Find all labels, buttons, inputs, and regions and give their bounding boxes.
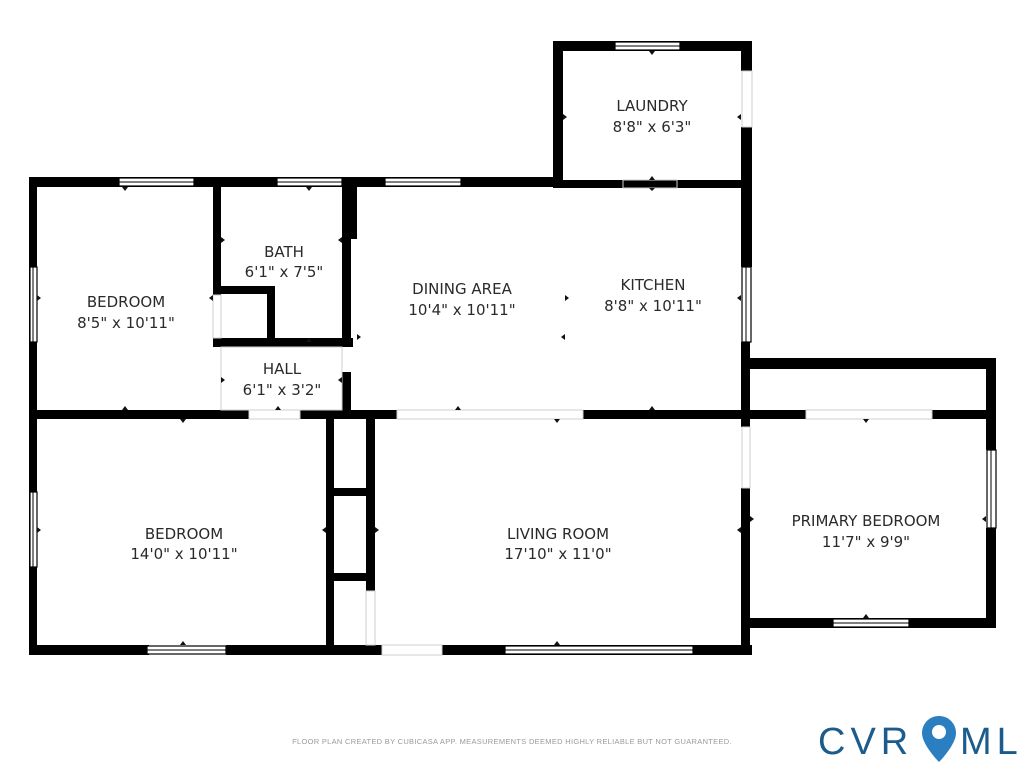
window-glass-lines xyxy=(32,45,992,651)
room-dimensions: 6'1" x 7'5" xyxy=(245,263,324,281)
room-dimensions: 8'8" x 10'11" xyxy=(604,297,702,315)
room-label-hall: HALL 6'1" x 3'2" xyxy=(243,360,322,399)
room-label-bedroom-small: BEDROOM 8'5" x 10'11" xyxy=(77,293,175,332)
cvrmls-logo: CVR MLS xyxy=(818,716,1024,763)
room-label-dining-area: DINING AREA 10'4" x 10'11" xyxy=(408,280,515,319)
room-label-living-room: LIVING ROOM 17'10" x 11'0" xyxy=(504,525,611,563)
room-dimensions: 14'0" x 10'11" xyxy=(130,545,237,563)
room-label-primary-bedroom: PRIMARY BEDROOM 11'7" x 9'9" xyxy=(792,512,941,551)
room-label-bath: BATH 6'1" x 7'5" xyxy=(245,243,324,281)
room-name: PRIMARY BEDROOM xyxy=(792,512,941,530)
map-pin-icon xyxy=(922,716,956,762)
room-name: HALL xyxy=(263,360,302,378)
room-label-laundry: LAUNDRY 8'8" x 6'3" xyxy=(613,97,692,136)
room-dimensions: 10'4" x 10'11" xyxy=(408,301,515,319)
room-name: LAUNDRY xyxy=(616,97,688,115)
room-name: DINING AREA xyxy=(412,280,512,298)
room-name: BEDROOM xyxy=(145,525,223,543)
room-dimensions: 8'5" x 10'11" xyxy=(77,314,175,332)
room-name: BATH xyxy=(264,243,304,261)
room-dimensions: 17'10" x 11'0" xyxy=(504,545,611,563)
room-dimensions: 8'8" x 6'3" xyxy=(613,118,692,136)
room-name: KITCHEN xyxy=(621,276,686,294)
room-dimensions: 6'1" x 3'2" xyxy=(243,381,322,399)
brand-text-right: MLS xyxy=(960,721,1024,763)
room-dimensions: 11'7" x 9'9" xyxy=(822,533,910,551)
floor-plan-disclaimer: FLOOR PLAN CREATED BY CUBICASA APP. MEAS… xyxy=(292,737,732,746)
room-label-kitchen: KITCHEN 8'8" x 10'11" xyxy=(604,276,702,315)
dimension-markers xyxy=(37,51,986,645)
room-name: BEDROOM xyxy=(87,293,165,311)
brand-text-left: CVR xyxy=(818,721,913,763)
room-label-bedroom-large: BEDROOM 14'0" x 10'11" xyxy=(130,525,237,563)
room-name: LIVING ROOM xyxy=(507,525,609,543)
